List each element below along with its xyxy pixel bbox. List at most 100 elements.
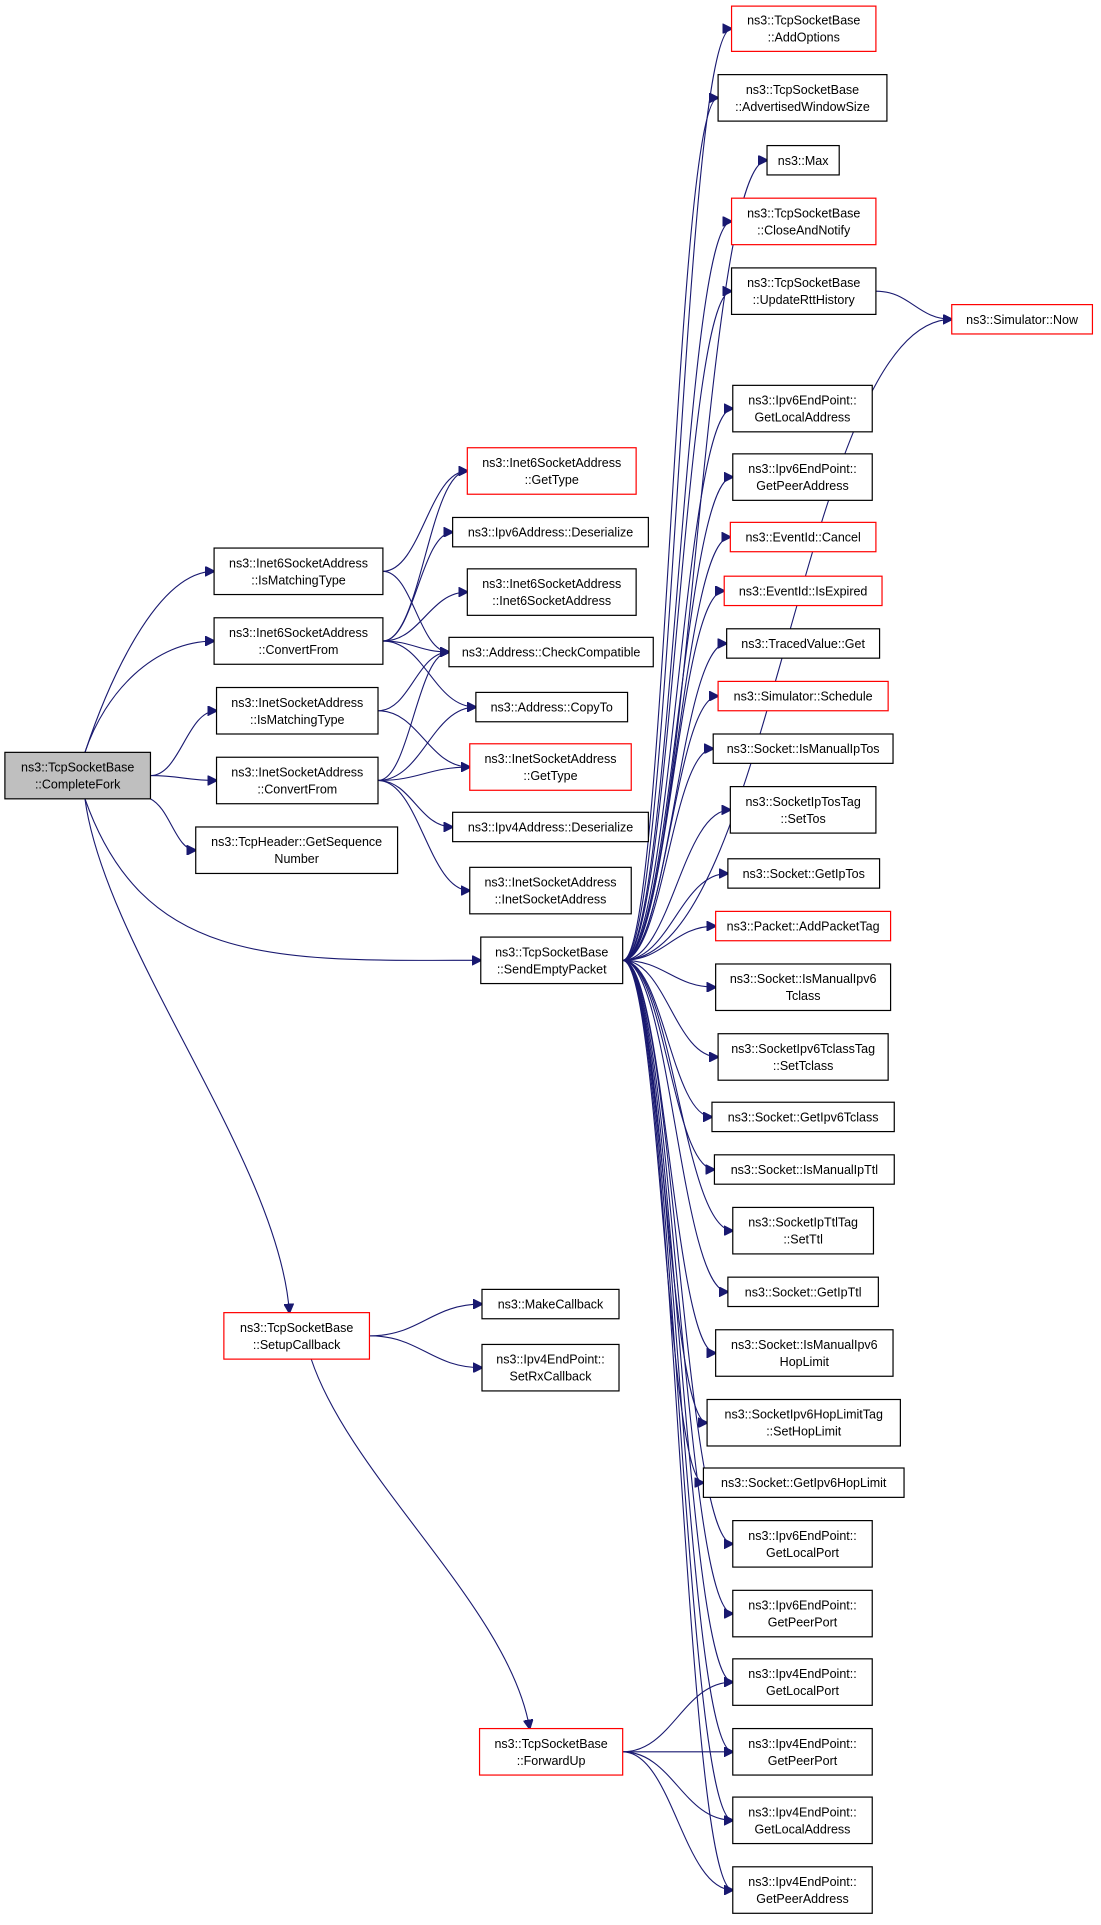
node-ipv4ep-getpeeraddress[interactable]: ns3::Ipv4EndPoint::GetPeerAddress <box>732 1866 873 1914</box>
node-label-line: ns3::Socket::IsManualIpv6 <box>731 1338 878 1352</box>
node-socket-getipv6tclass[interactable]: ns3::Socket::GetIpv6Tclass <box>711 1101 895 1133</box>
node-box <box>715 963 892 1012</box>
edge-sendemptypacket-to-socket-getipttl <box>622 959 728 1292</box>
node-inet-convertfrom[interactable]: ns3::InetSocketAddress::ConvertFrom <box>215 756 379 805</box>
node-label-line: ns3::InetSocketAddress <box>484 752 616 766</box>
edge-sendemptypacket-to-ipv6ep-getlocalport <box>622 959 733 1544</box>
node-ipv6ep-getlocaladdress[interactable]: ns3::Ipv6EndPoint::GetLocalAddress <box>732 384 873 433</box>
node-makecallback[interactable]: ns3::MakeCallback <box>481 1288 620 1320</box>
node-completefork[interactable]: ns3::TcpSocketBase::CompleteFork <box>4 751 152 800</box>
node-label-line: ns3::TcpHeader::GetSequence <box>211 835 382 849</box>
node-label-line: ns3::Ipv4EndPoint:: <box>748 1667 856 1681</box>
node-advertisedwindowsize[interactable]: ns3::TcpSocketBase::AdvertisedWindowSize <box>717 74 888 122</box>
node-box <box>711 1101 895 1133</box>
node-label-line: ns3::Ipv6EndPoint:: <box>748 394 856 408</box>
node-address-checkcompatible[interactable]: ns3::Address::CheckCompatible <box>448 636 654 668</box>
edge-sendemptypacket-to-ipv4ep-getlocaladdress <box>622 959 733 1820</box>
node-inet6-ismatchingtype[interactable]: ns3::Inet6SocketAddress::IsMatchingType <box>213 547 384 596</box>
node-updatertthistory[interactable]: ns3::TcpSocketBase::UpdateRttHistory <box>730 267 877 315</box>
node-sendemptypacket[interactable]: ns3::TcpSocketBase::SendEmptyPacket <box>480 936 624 985</box>
node-label-line: GetPeerPort <box>768 1616 838 1630</box>
node-label-line: ::CompleteFork <box>35 778 121 792</box>
edge-completefork-to-inet-convertfrom <box>150 775 216 781</box>
node-inet-gettype[interactable]: ns3::InetSocketAddress::GetType <box>469 743 632 791</box>
node-setupcallback[interactable]: ns3::TcpSocketBase::SetupCallback <box>223 1312 371 1360</box>
node-tracedvalue-get[interactable]: ns3::TracedValue::Get <box>726 628 881 659</box>
node-inet6-convertfrom[interactable]: ns3::Inet6SocketAddress::ConvertFrom <box>213 617 384 665</box>
node-label-line: ns3::SocketIpv6TclassTag <box>731 1042 875 1056</box>
node-forwardup[interactable]: ns3::TcpSocketBase::ForwardUp <box>478 1727 624 1776</box>
node-ipv6addr-deserialize[interactable]: ns3::Ipv6Address::Deserialize <box>452 516 649 548</box>
node-box <box>727 858 881 889</box>
node-socket-getipv6hoplimit[interactable]: ns3::Socket::GetIpv6HopLimit <box>702 1467 905 1498</box>
node-eventid-cancel[interactable]: ns3::EventId::Cancel <box>729 521 877 553</box>
node-label-line: ::CloseAndNotify <box>757 223 851 237</box>
node-label-line: ns3::InetSocketAddress <box>231 696 363 710</box>
node-box <box>480 936 624 985</box>
node-label-line: ::GetType <box>523 769 577 783</box>
node-inet-ismatchingtype[interactable]: ns3::InetSocketAddress::IsMatchingType <box>215 686 379 735</box>
node-label-line: ns3::Ipv6EndPoint:: <box>748 462 856 476</box>
node-ipv4ep-getlocaladdress[interactable]: ns3::Ipv4EndPoint::GetLocalAddress <box>732 1796 873 1845</box>
node-socket-ismanualipttl[interactable]: ns3::Socket::IsManualIpTtl <box>713 1154 895 1185</box>
node-label-line: ::SetTos <box>781 812 826 826</box>
node-label-line: ::SetHopLimit <box>766 1425 842 1439</box>
node-ipv6ep-getlocalport[interactable]: ns3::Ipv6EndPoint::GetLocalPort <box>732 1520 873 1568</box>
node-label-line: ns3::Ipv4EndPoint:: <box>748 1737 856 1751</box>
node-label-line: ns3::Simulator::Schedule <box>734 690 873 704</box>
node-addoptions[interactable]: ns3::TcpSocketBase::AddOptions <box>730 5 877 52</box>
node-ttltag-setttl[interactable]: ns3::SocketIpTtlTag::SetTtl <box>732 1206 875 1255</box>
node-label-line: ns3::TcpSocketBase <box>21 761 134 775</box>
node-simulator-now[interactable]: ns3::Simulator::Now <box>951 304 1094 335</box>
edge-sendemptypacket-to-ipv6ep-getpeeraddress <box>622 477 733 961</box>
node-box <box>732 1589 873 1638</box>
edge-sendemptypacket-to-ipv6ep-getlocaladdress <box>622 409 733 961</box>
edge-completefork-to-setupcallback <box>84 798 289 1313</box>
node-max[interactable]: ns3::Max <box>766 144 840 176</box>
node-box <box>730 197 877 246</box>
node-label-line: ns3::Inet6SocketAddress <box>229 626 368 640</box>
edge-completefork-to-inet6-ismatchingtype <box>84 571 214 753</box>
node-eventid-isexpired[interactable]: ns3::EventId::IsExpired <box>723 575 883 607</box>
node-sockettostag-settos[interactable]: ns3::SocketIpTosTag::SetTos <box>729 786 877 834</box>
node-socket-ismanualiptos[interactable]: ns3::Socket::IsManualIpTos <box>712 733 894 764</box>
node-closeandnotify[interactable]: ns3::TcpSocketBase::CloseAndNotify <box>730 197 877 246</box>
node-label-line: ns3::SocketIpTosTag <box>745 795 860 809</box>
node-socket-getipttl[interactable]: ns3::Socket::GetIpTtl <box>727 1276 879 1308</box>
edge-sendemptypacket-to-tclasstag-settclass <box>622 959 718 1057</box>
node-label-line: ns3::TracedValue::Get <box>741 637 865 651</box>
node-box <box>727 1276 879 1308</box>
node-box <box>215 686 379 735</box>
node-address-copyto[interactable]: ns3::Address::CopyTo <box>475 691 629 723</box>
node-box <box>732 1658 873 1706</box>
node-label-line: ns3::TcpSocketBase <box>747 206 860 220</box>
node-label-line: GetLocalAddress <box>755 1822 851 1836</box>
edge-setupcallback-to-ipv4ep-setrxcallback <box>369 1335 482 1368</box>
node-label-line: ::SendEmptyPacket <box>497 962 607 976</box>
node-label-line: ::GetType <box>525 473 579 487</box>
node-label-line: GetPeerPort <box>768 1754 838 1768</box>
node-ipv4ep-getlocalport[interactable]: ns3::Ipv4EndPoint::GetLocalPort <box>732 1658 873 1706</box>
node-label-line: ns3::Ipv6EndPoint:: <box>748 1599 856 1613</box>
node-inet-ctor[interactable]: ns3::InetSocketAddress::InetSocketAddres… <box>469 866 632 915</box>
node-packet-addpackettag[interactable]: ns3::Packet::AddPacketTag <box>715 910 892 942</box>
node-ipv6ep-getpeeraddress[interactable]: ns3::Ipv6EndPoint::GetPeerAddress <box>732 453 873 501</box>
node-label-line: ns3::Packet::AddPacketTag <box>727 920 880 934</box>
node-socket-getiptos[interactable]: ns3::Socket::GetIpTos <box>727 858 881 889</box>
node-box <box>469 866 632 915</box>
node-box <box>481 1343 620 1392</box>
node-simulator-schedule[interactable]: ns3::Simulator::Schedule <box>717 680 889 712</box>
node-ipv4ep-getpeerport[interactable]: ns3::Ipv4EndPoint::GetPeerPort <box>732 1727 873 1776</box>
node-hoplimittag-sethoplimit[interactable]: ns3::SocketIpv6HopLimitTag::SetHopLimit <box>706 1398 901 1447</box>
node-ipv4ep-setrxcallback[interactable]: ns3::Ipv4EndPoint::SetRxCallback <box>481 1343 620 1392</box>
node-box <box>195 826 399 875</box>
node-tclasstag-settclass[interactable]: ns3::SocketIpv6TclassTag::SetTclass <box>717 1033 889 1081</box>
node-inet6-gettype[interactable]: ns3::Inet6SocketAddress::GetType <box>466 447 637 495</box>
node-inet6-ctor[interactable]: ns3::Inet6SocketAddress::Inet6SocketAddr… <box>466 568 637 616</box>
node-ipv6ep-getpeerport[interactable]: ns3::Ipv6EndPoint::GetPeerPort <box>732 1589 873 1638</box>
node-box <box>481 1288 620 1320</box>
node-ipv4addr-deserialize[interactable]: ns3::Ipv4Address::Deserialize <box>452 811 649 843</box>
